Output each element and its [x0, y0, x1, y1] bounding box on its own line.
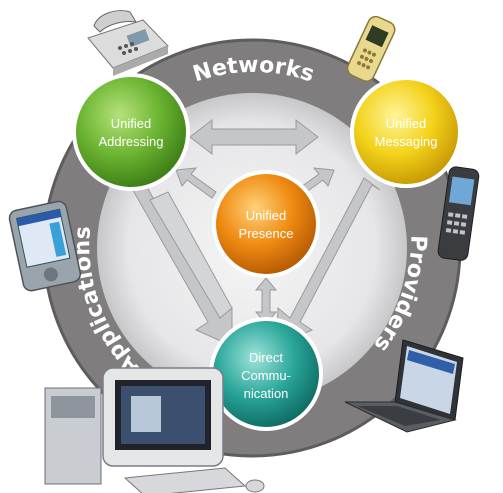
addressing-line2: Addressing	[98, 134, 163, 149]
mobile-phone-icon	[346, 15, 396, 82]
laptop-icon	[344, 339, 464, 433]
presence-line1: Unified	[246, 208, 286, 223]
messaging-line2: Messaging	[375, 134, 438, 149]
arrow-left-inner	[149, 191, 233, 319]
direct-line1: Direct	[249, 350, 283, 365]
messaging-line1: Unified	[386, 116, 426, 131]
node-unified-messaging: Unified Messaging	[350, 76, 462, 188]
arrow-presence-addressing	[175, 167, 217, 199]
presence-line2: Presence	[239, 226, 294, 241]
direct-line3: nication	[244, 386, 289, 401]
addressing-line1: Unified	[111, 116, 151, 131]
arrows	[125, 118, 381, 347]
smartphone-icon	[437, 166, 480, 261]
desktop-computer-icon	[44, 367, 265, 493]
node-unified-addressing: Unified Addressing	[72, 73, 190, 191]
desk-phone-icon	[87, 10, 169, 76]
node-direct-communication: Direct Commu- nication	[209, 317, 323, 431]
arrow-addressing-messaging	[189, 118, 319, 156]
pda-icon	[8, 200, 82, 292]
node-unified-presence: Unified Presence	[212, 170, 320, 278]
direct-line2: Commu-	[241, 368, 291, 383]
